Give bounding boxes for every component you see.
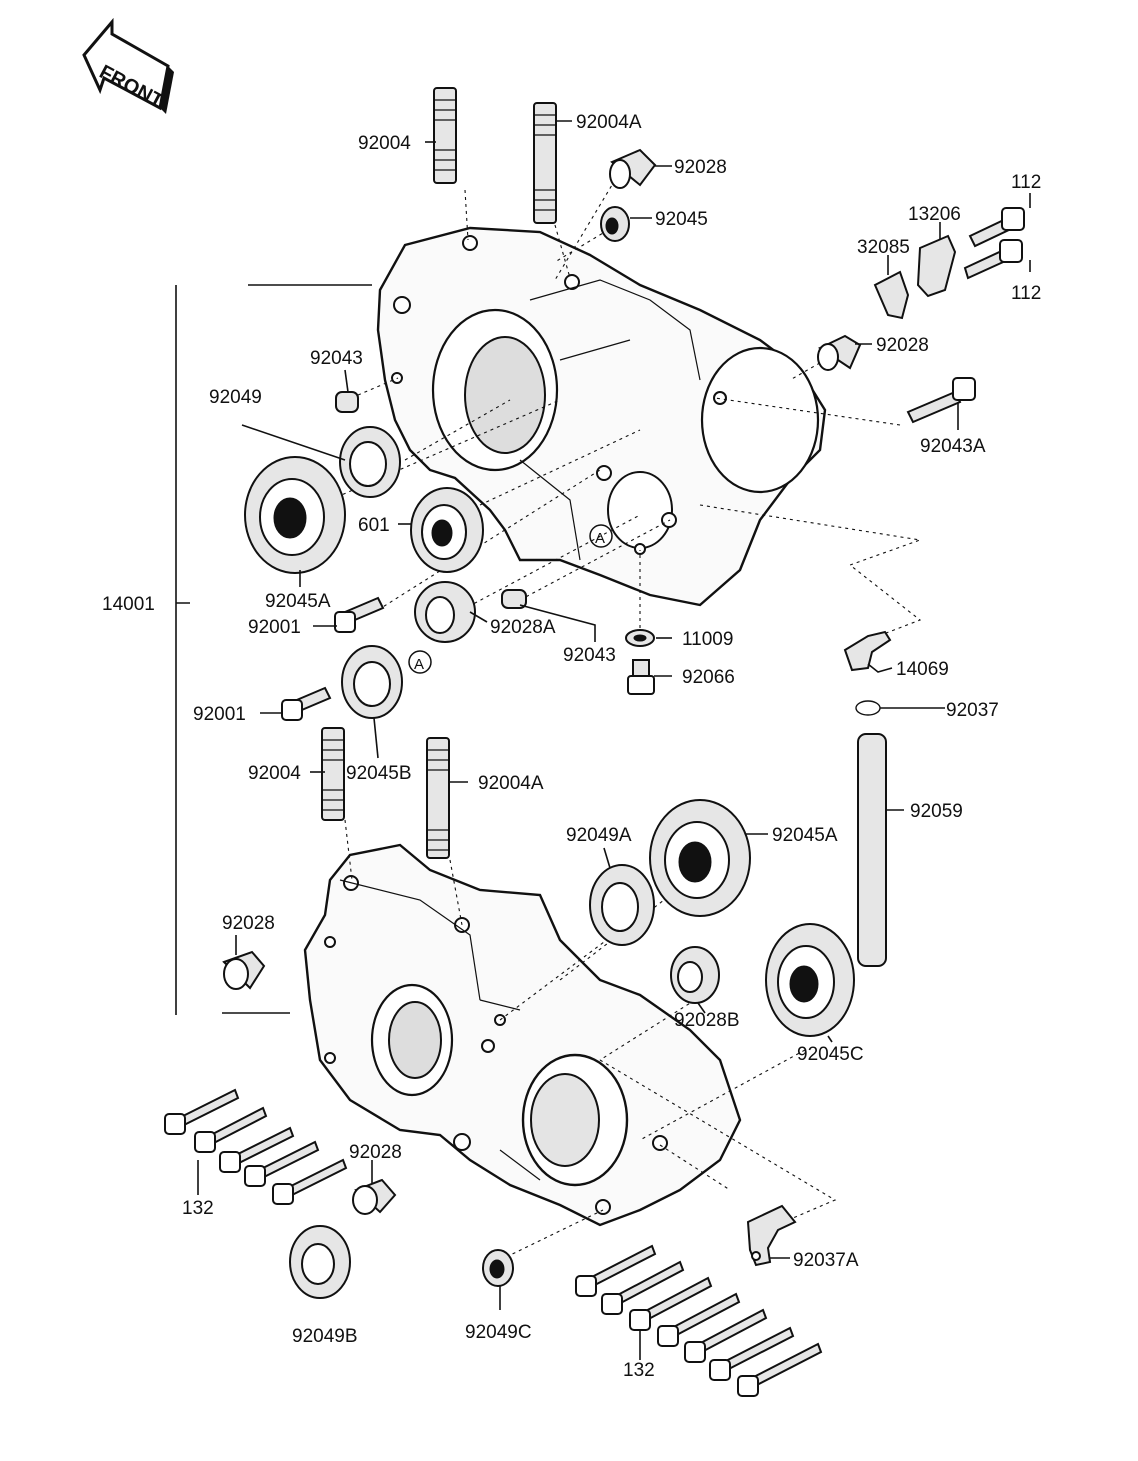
label-92045A-left: 92045A bbox=[265, 591, 331, 612]
clamp-92037A bbox=[746, 1204, 797, 1267]
label-92059: 92059 bbox=[910, 801, 963, 822]
label-92004A-bot: 92004A bbox=[478, 773, 544, 794]
stud-92004A-upper bbox=[533, 102, 557, 224]
dowel-92028-bottom bbox=[352, 1178, 397, 1215]
label-92028-bottom: 92028 bbox=[349, 1142, 402, 1163]
label-32085: 32085 bbox=[857, 237, 910, 258]
label-92004-top: 92004 bbox=[358, 133, 411, 154]
plug-92066 bbox=[627, 659, 655, 695]
label-92028B: 92028B bbox=[674, 1010, 740, 1031]
label-92004A-top: 92004A bbox=[576, 112, 642, 133]
label-92043-mid: 92043 bbox=[563, 645, 616, 666]
seal-92049 bbox=[339, 426, 401, 498]
bolt-112-a bbox=[968, 207, 1025, 248]
marker-a-upper: A bbox=[595, 530, 605, 547]
label-14001: 14001 bbox=[102, 594, 155, 615]
dowel-92028-right bbox=[817, 334, 862, 371]
dowel-92028-lower bbox=[222, 950, 266, 990]
seal-92049A bbox=[589, 864, 655, 946]
upper-crankcase: A bbox=[376, 226, 827, 607]
label-92004-bot: 92004 bbox=[248, 763, 301, 784]
label-132-left: 132 bbox=[182, 1198, 214, 1219]
seal-92045-upper bbox=[600, 206, 630, 242]
marker-a-left: A bbox=[414, 656, 424, 673]
bolts-132-left bbox=[164, 1088, 348, 1205]
clamp-92037 bbox=[855, 700, 881, 716]
bolt-112-b bbox=[963, 239, 1023, 280]
lower-crankcase bbox=[303, 843, 742, 1227]
label-601: 601 bbox=[358, 515, 390, 536]
label-92049C: 92049C bbox=[465, 1322, 532, 1343]
label-112-a: 112 bbox=[1011, 172, 1041, 193]
bearing-92045A-right bbox=[649, 799, 751, 917]
label-92028-lower: 92028 bbox=[222, 913, 275, 934]
bracket-13206 bbox=[916, 234, 957, 298]
label-92049: 92049 bbox=[209, 387, 262, 408]
label-13206: 13206 bbox=[908, 204, 961, 225]
stud-92004-upper bbox=[433, 87, 457, 184]
bolts-132-right bbox=[575, 1244, 823, 1397]
bearing-92045C bbox=[765, 923, 855, 1037]
leader-lines bbox=[175, 120, 1031, 1360]
label-112-b: 112 bbox=[1011, 283, 1041, 304]
front-arrow-icon: FRONT bbox=[82, 17, 174, 114]
label-92066: 92066 bbox=[682, 667, 735, 688]
bolt-92001-b bbox=[281, 686, 332, 721]
sleeve-92028A bbox=[414, 581, 476, 643]
label-11009: 11009 bbox=[682, 629, 733, 650]
stud-92004-lower bbox=[321, 727, 345, 821]
label-92049B: 92049B bbox=[292, 1326, 358, 1347]
sleeve-92028B bbox=[670, 946, 720, 1004]
dowel-92043-mid bbox=[501, 589, 527, 609]
fitting-92043A bbox=[906, 377, 976, 424]
seal-92045B bbox=[341, 645, 403, 719]
label-14069: 14069 bbox=[896, 659, 949, 680]
dowel-92043-left bbox=[335, 391, 359, 413]
label-132-right: 132 bbox=[623, 1360, 655, 1381]
elbow-14069 bbox=[843, 630, 892, 672]
label-92001-b: 92001 bbox=[193, 704, 246, 725]
label-92028-right: 92028 bbox=[876, 335, 929, 356]
label-92043-left: 92043 bbox=[310, 348, 363, 369]
label-92049A: 92049A bbox=[566, 825, 632, 846]
dowel-92028-upper bbox=[609, 148, 657, 189]
label-92045C: 92045C bbox=[797, 1044, 864, 1065]
bearing-92045A-left bbox=[244, 456, 346, 574]
label-92037: 92037 bbox=[946, 700, 999, 721]
part-labels: 92004 92004A 92028 92045 112 13206 32085… bbox=[102, 112, 1041, 1381]
label-92028-top: 92028 bbox=[674, 157, 727, 178]
seal-92049B bbox=[289, 1225, 351, 1299]
bolt-92001-a bbox=[334, 596, 385, 633]
bracket-32085 bbox=[873, 270, 910, 320]
bearing-601 bbox=[410, 487, 484, 573]
seal-92049C bbox=[482, 1249, 514, 1287]
label-92045B: 92045B bbox=[346, 763, 412, 784]
label-92045-top: 92045 bbox=[655, 209, 708, 230]
label-92045A-right: 92045A bbox=[772, 825, 838, 846]
label-92028A: 92028A bbox=[490, 617, 556, 638]
stud-92004A-lower bbox=[426, 737, 450, 859]
label-92043A: 92043A bbox=[920, 436, 986, 457]
tube-92059 bbox=[857, 733, 887, 967]
label-92037A: 92037A bbox=[793, 1250, 859, 1271]
washer-11009 bbox=[625, 629, 655, 647]
label-92001-a: 92001 bbox=[248, 617, 301, 638]
